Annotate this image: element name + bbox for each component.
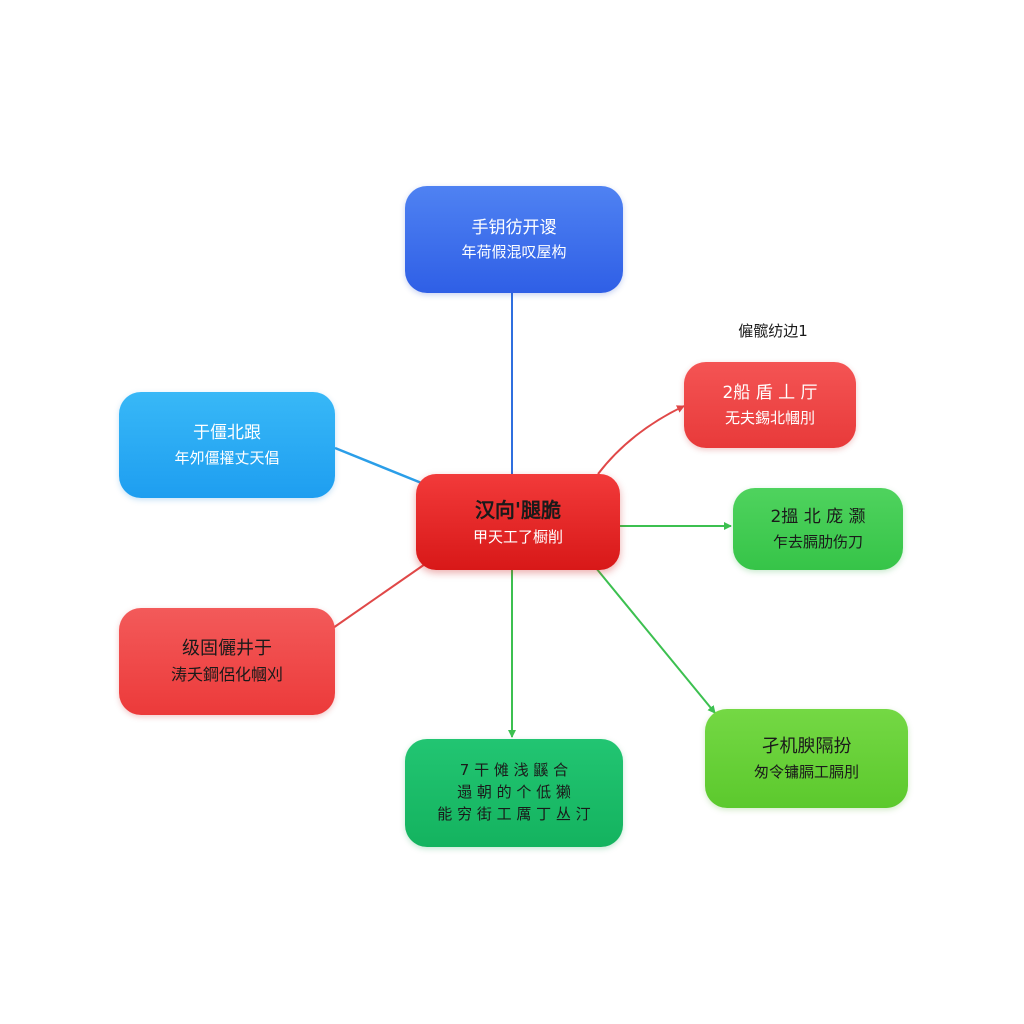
node-left-top[interactable]: 于僵北跟 年夘僵擢丈天倡 [119,392,335,498]
node-top[interactable]: 手钥彷开谡 年荷假混叹屋构 [405,186,623,293]
node-top-subtitle: 年荷假混叹屋构 [461,243,567,262]
node-right-mid-title: 2搵 北 庞 灏 [770,507,866,528]
node-center-subtitle: 甲天工了橱削 [472,527,563,546]
node-center[interactable]: 汉向'腿脆 甲天工了橱削 [416,474,620,570]
node-left-bottom-subtitle: 涛夭鋼侶化幗刈 [170,665,283,685]
node-right-top[interactable]: 2船 盾 丄 厅 无夫錫北幗刖 [684,362,856,448]
node-bottom-line-3: 能 穷 街 工 厲 丁 丛 汀 [437,804,591,823]
node-left-bottom-title: 级固儷井于 [182,638,272,660]
node-left-top-subtitle: 年夘僵擢丈天倡 [174,448,280,467]
node-bottom-line-1: 7 干 傩 浅 鼷 合 [459,761,569,780]
node-right-bottom-title: 孑机腴隔扮 [761,735,852,757]
node-bottom-line-2: 遢 朝 的 个 低 獭 [457,783,571,802]
node-right-bottom-subtitle: 匆令镛膈工膈刖 [753,762,859,781]
node-left-bottom[interactable]: 级固儷井于 涛夭鋼侶化幗刈 [119,608,335,715]
node-top-title: 手钥彷开谡 [471,217,557,238]
node-right-bottom[interactable]: 孑机腴隔扮 匆令镛膈工膈刖 [705,709,908,808]
edge-center-right-top [597,405,685,475]
node-right-mid[interactable]: 2搵 北 庞 灏 乍去膈肋伤刀 [733,488,903,570]
node-right-top-subtitle: 无夫錫北幗刖 [724,408,815,427]
node-center-title: 汉向'腿脆 [474,497,562,522]
node-bottom[interactable]: 7 干 傩 浅 鼷 合 遢 朝 的 个 低 獭 能 穷 街 工 厲 丁 丛 汀 [405,739,623,847]
edge-center-right-bottom [595,567,716,714]
node-left-top-title: 于僵北跟 [193,423,261,444]
node-right-mid-subtitle: 乍去膈肋伤刀 [772,532,863,551]
edge-label: 僱髋纺边1 [738,322,808,340]
edge-center-left-bottom [332,561,429,629]
edge-left-top-center [334,446,425,486]
node-right-top-title: 2船 盾 丄 厅 [722,383,818,404]
